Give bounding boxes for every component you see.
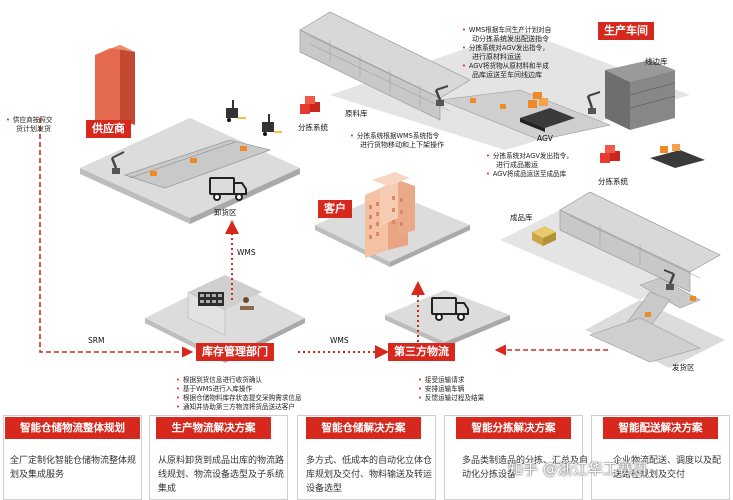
inventory-office	[187, 275, 262, 336]
solution-card-title: 智能仓储解决方案	[306, 417, 421, 439]
line-side-warehouse-label: 线边库	[645, 57, 668, 66]
watermark: 知乎 @浙江华工赛百	[508, 460, 648, 478]
workshop-note-line: 动分拣系统发出配送指令	[472, 35, 549, 43]
shipping-robot-arm	[663, 269, 676, 290]
inventory-note: 根据到货信息进行收货确认 基于WMS进行入库操作 根据仓储物料库存状态提交采购需…	[176, 376, 302, 412]
finished-goods-box	[532, 226, 556, 246]
workshop-note-line: WMS根据车间生产计划对自	[462, 26, 551, 35]
workshop-note-line: AGV将货物从原材料和半成	[462, 62, 549, 71]
logistics-platform	[385, 290, 510, 347]
logistics-note: 接受运输请求 安排运输车辆 反馈运输过程及结果	[418, 376, 484, 403]
truck-icon-unloading	[209, 177, 247, 201]
agv-vehicle-right	[650, 144, 705, 168]
production-workshop-node[interactable]: 生产车间	[598, 22, 654, 40]
third-party-logistics-node[interactable]: 第三方物流	[388, 343, 455, 361]
agv-label: AGV	[537, 134, 553, 143]
sorting-boxes-left	[300, 96, 320, 114]
customer-node[interactable]: 客户	[318, 200, 352, 218]
workshop-note: AGV将货物从原材料和半成	[462, 62, 549, 71]
agv-note-line: 分拣系统对AGV发出指令，	[486, 152, 573, 161]
solution-card-title: 生产物流解决方案	[156, 417, 271, 439]
line-side-shelf	[605, 60, 676, 130]
solution-card-body: 企业物流配送、调度以及配送路径规划及交付	[613, 456, 722, 480]
forklift-2	[262, 114, 282, 136]
raw-material-racks	[299, 11, 471, 121]
flow-connectors	[39, 118, 608, 359]
production-robot-arm	[434, 85, 449, 106]
agv-note: 分拣系统对AGV发出指令，	[486, 152, 573, 161]
logistics-note-line: 安排运输车辆	[418, 385, 484, 394]
wms-vertical-label: WMS	[237, 248, 256, 257]
solution-card-title: 智能配送解决方案	[603, 417, 718, 439]
supplier-conveyor	[123, 139, 272, 189]
sorting-system-right-label: 分拣系统	[598, 177, 628, 186]
workshop-note: 分拣系统对AGV发出指令，	[462, 44, 549, 53]
shipping-line-belt	[589, 317, 701, 363]
supplier-note-line: 供应商按照交	[6, 116, 53, 125]
inventory-note-line: 基于WMS进行入库操作	[176, 385, 302, 394]
workshop-note-line: 品库运送至车间线边库	[472, 71, 542, 79]
agv-vehicle-top	[520, 92, 575, 132]
solution-card-body: 全厂定制化智能仓储物流整体规划及集成服务	[10, 456, 137, 480]
sorting-system-left-label: 分拣系统	[298, 123, 328, 132]
sorting-note-line: 进行货物移动和上下架操作	[360, 141, 444, 149]
sorting-note-line: 分拣系统根据WMS系统指令	[350, 132, 439, 141]
production-conveyor	[439, 89, 612, 141]
supplier-node[interactable]: 供应商	[86, 120, 131, 138]
inventory-note-line: 根据仓储物料库存状态提交采购需求信息	[176, 394, 302, 403]
solution-card-title: 智能分拣解决方案	[456, 417, 571, 439]
sorting-note: 分拣系统根据WMS系统指令	[350, 132, 439, 141]
supplier-building	[95, 45, 135, 130]
workshop-note-line: 分拣系统对AGV发出指令，	[462, 44, 549, 53]
forklift-1	[226, 100, 246, 122]
supplier-robot-arm	[110, 151, 125, 174]
agv-note-line: 进行成品搬运	[496, 161, 538, 169]
finished-goods-racks	[559, 191, 721, 293]
logistics-note-line: 接受运输请求	[418, 376, 484, 385]
supplier-note: 供应商按照交	[6, 116, 53, 125]
inventory-dept-node[interactable]: 库存管理部门	[196, 343, 274, 361]
solution-card-body: 多品类制造品的分拣、汇总及自动化分拣设备	[462, 456, 589, 480]
unloading-area-label: 卸货区	[214, 208, 237, 217]
production-platform	[330, 30, 690, 150]
workshop-note-line: 进行原材料运送	[472, 53, 521, 61]
inventory-note-line: 根据到货信息进行收货确认	[176, 376, 302, 385]
solution-card-body: 从原料卸货到成品出库的物流路线规划、物流设备选型及子系统集成	[158, 456, 285, 494]
solution-card-title: 智能仓储物流整体规划	[5, 417, 140, 439]
workshop-robot-arm	[586, 91, 601, 114]
supplier-note-line: 货计划发货	[16, 125, 51, 133]
shipping-area-label: 发货区	[672, 363, 695, 372]
truck-icon-logistics	[431, 297, 469, 321]
agv-note-line: AGV将成品运送至成品库	[486, 170, 566, 179]
finished-goods-warehouse-label: 成品库	[510, 213, 533, 222]
wms-horizontal-label: WMS	[330, 336, 349, 345]
raw-material-warehouse-label: 原料库	[345, 109, 368, 118]
srm-arrow	[39, 118, 194, 358]
sorting-boxes-right	[600, 145, 620, 163]
workshop-note: WMS根据车间生产计划对自	[462, 26, 551, 35]
agv-note: AGV将成品运送至成品库	[486, 170, 566, 179]
inventory-note-line: 通知并协助第三方物流将货品送达客户	[176, 403, 302, 412]
solution-card-body: 多方式、低成本的自动化立体仓库规划及交付、物料输送及转运设备选型	[306, 456, 433, 494]
srm-label: SRM	[88, 336, 105, 345]
customer-building	[365, 172, 415, 258]
logistics-note-line: 反馈运输过程及结果	[418, 394, 484, 403]
